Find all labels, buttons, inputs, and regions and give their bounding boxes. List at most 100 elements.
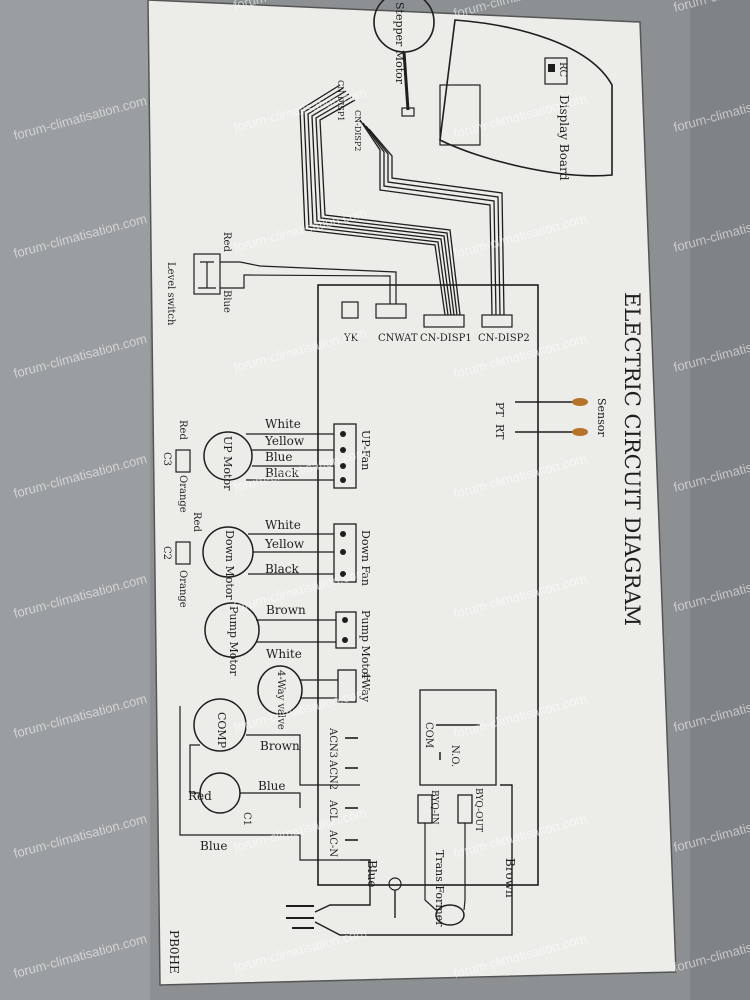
up-motor-label: UP Motor bbox=[221, 436, 234, 491]
sensor-rt: RT bbox=[493, 424, 506, 440]
pump-connector-label: Pump Motor bbox=[359, 610, 372, 680]
yk-label: YK bbox=[343, 333, 359, 344]
level-switch-red: Red bbox=[221, 232, 232, 252]
comp-wire-brown: Brown bbox=[260, 739, 300, 753]
relay-com: COM bbox=[423, 722, 434, 748]
rc-receiver-chip bbox=[548, 64, 555, 72]
pump-motor-label: Pump Motor bbox=[227, 606, 240, 676]
up-cap-orange: Orange bbox=[177, 475, 188, 513]
rc-label: RC bbox=[557, 62, 568, 78]
up-wire-yellow: Yellow bbox=[264, 434, 305, 448]
compressor-label: COMP bbox=[215, 712, 228, 749]
relay-contacts bbox=[436, 724, 480, 760]
cn-disp1-label: CN-DISP1 bbox=[420, 333, 472, 344]
ac-terminals bbox=[345, 737, 358, 841]
relay-no: N.O. bbox=[449, 745, 460, 767]
down-cap-orange: Orange bbox=[177, 570, 188, 608]
transformer-wires bbox=[424, 823, 466, 911]
pump-wires bbox=[256, 619, 336, 643]
four-way-connector bbox=[337, 669, 357, 703]
four-way-valve-label: 4-Way valve bbox=[275, 670, 286, 730]
cn-disp2-label: CN-DISP2 bbox=[478, 333, 530, 344]
down-fan-connector bbox=[333, 523, 357, 583]
cn-disp1-connector bbox=[423, 314, 465, 328]
display-disp2-label: CN-DISP2 bbox=[353, 110, 362, 151]
level-switch-label: Level switch bbox=[165, 262, 176, 326]
power-brown-label: Brown bbox=[503, 858, 517, 898]
diagram-title: ELECTRIC CIRCUIT DIAGRAM bbox=[620, 292, 644, 626]
plug-icon bbox=[286, 905, 314, 929]
display-ribbon-cables bbox=[299, 84, 505, 316]
level-switch-wires bbox=[220, 261, 397, 304]
comp-wire-red: Red bbox=[188, 789, 212, 803]
c1-label: C1 bbox=[241, 812, 252, 826]
compressor-wires bbox=[179, 706, 360, 861]
level-switch-blue: Blue bbox=[221, 290, 232, 313]
pump-wire-brown: Brown bbox=[266, 603, 306, 617]
up-wire-blue: Blue bbox=[265, 450, 293, 464]
comp-wire-blue-2: Blue bbox=[200, 839, 228, 853]
down-wire-white: White bbox=[265, 518, 301, 532]
sensor-label: Sensor bbox=[595, 398, 608, 437]
display-board bbox=[439, 19, 613, 177]
acn2-label: ACN2 bbox=[327, 759, 338, 790]
model-code: PB0HE bbox=[167, 930, 181, 974]
cnwat-label: CNWAT bbox=[378, 333, 418, 344]
pump-motor bbox=[204, 602, 260, 658]
c2-label: C2 bbox=[161, 546, 172, 560]
stepper-connector bbox=[401, 107, 415, 117]
stepper-cable bbox=[402, 51, 410, 111]
c3-capacitor bbox=[175, 449, 191, 473]
c2-capacitor bbox=[175, 541, 191, 565]
four-way-connector-label: 4Way bbox=[359, 672, 372, 703]
c3-label: C3 bbox=[161, 452, 172, 466]
display-window bbox=[439, 84, 481, 146]
down-fan-connector-label: Down Fan bbox=[359, 530, 372, 586]
up-wire-black: Black bbox=[265, 466, 300, 480]
acn3-label: ACN3 bbox=[327, 727, 338, 758]
power-cord bbox=[314, 784, 513, 936]
rt-sensor-probe bbox=[572, 428, 588, 436]
four-way-valve bbox=[257, 665, 303, 715]
ac-n-label: AC-N bbox=[327, 829, 338, 857]
pump-connector bbox=[335, 611, 357, 649]
sensor-wires bbox=[515, 401, 575, 433]
power-blue-label: Blue bbox=[365, 860, 379, 888]
pump-wire-white: White bbox=[266, 647, 302, 661]
down-wire-black: Black bbox=[265, 562, 300, 576]
down-wire-yellow: Yellow bbox=[264, 537, 305, 551]
stepper-motor-label: Stepper Motor bbox=[393, 2, 406, 85]
transformer-coil bbox=[435, 904, 465, 926]
cnwat-connector bbox=[375, 303, 407, 319]
up-fan-connector bbox=[333, 423, 357, 489]
four-way-wires bbox=[300, 679, 338, 699]
sensor-pt: PT bbox=[493, 402, 506, 417]
yk-connector bbox=[341, 301, 359, 319]
down-motor-wires bbox=[248, 533, 334, 575]
rc-receiver bbox=[544, 57, 568, 85]
up-cap-red: Red bbox=[177, 420, 188, 440]
main-control-board bbox=[317, 284, 539, 886]
acl-label: ACL bbox=[327, 799, 338, 822]
comp-wire-blue: Blue bbox=[258, 779, 286, 793]
up-motor bbox=[203, 431, 253, 481]
byq-in-label: BYQ-IN bbox=[429, 790, 439, 825]
display-board-label: Display Board bbox=[557, 95, 571, 181]
pt-sensor-probe bbox=[572, 398, 588, 406]
up-fan-connector-label: UP-Fan bbox=[359, 430, 372, 470]
transformer-label: Trans Former bbox=[433, 850, 446, 927]
compressor bbox=[193, 698, 247, 752]
up-wire-white: White bbox=[265, 417, 301, 431]
up-motor-wires bbox=[246, 433, 334, 481]
relay-box bbox=[419, 689, 497, 786]
level-switch-symbol bbox=[198, 261, 216, 289]
down-motor-label: Down Motor bbox=[223, 530, 236, 600]
cn-disp2-connector bbox=[481, 314, 513, 328]
byq-out-label: BYQ-OUT bbox=[473, 788, 483, 832]
down-cap-red: Red bbox=[191, 512, 202, 532]
ground-icon bbox=[388, 877, 402, 891]
metal-left-panel bbox=[0, 0, 150, 1000]
display-disp1-label: CN-DISP1 bbox=[336, 80, 345, 121]
